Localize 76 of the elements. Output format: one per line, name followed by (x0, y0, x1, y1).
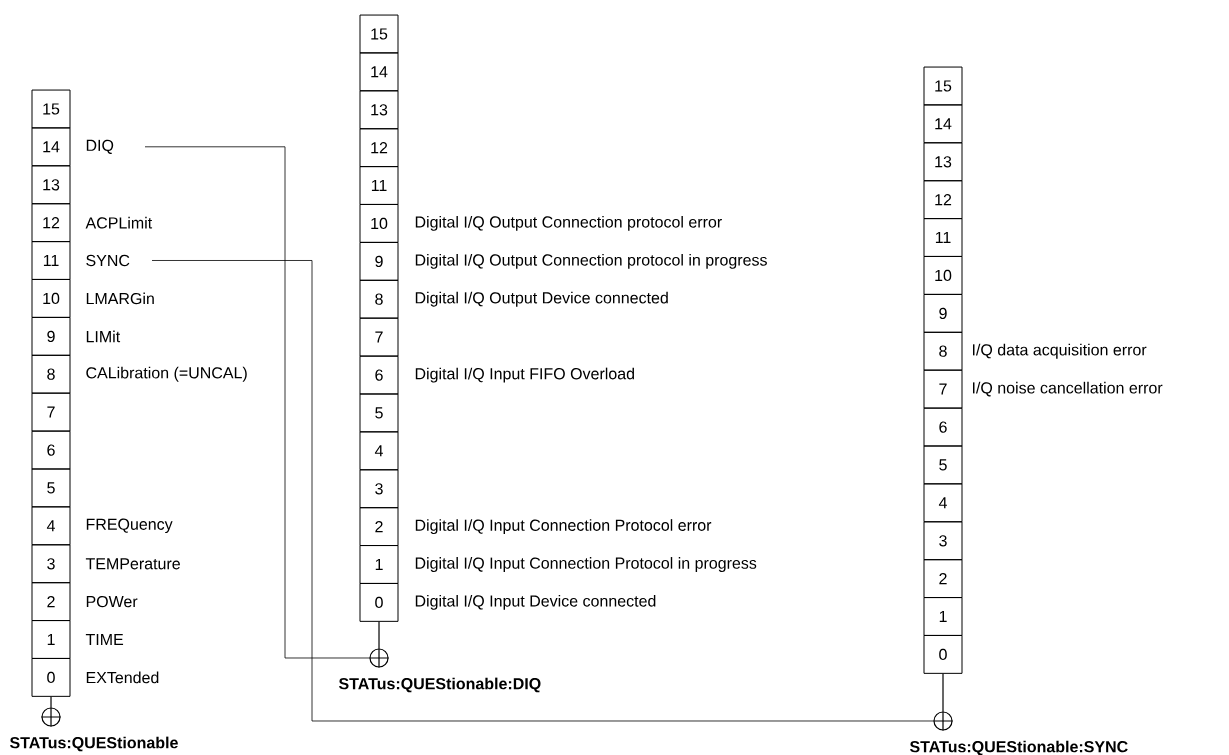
bit-cell: 14 (923, 104, 963, 144)
bit-cell: 3 (359, 469, 399, 509)
bit-cell: 6 (359, 355, 399, 395)
register-name: STATus:QUEStionable:DIQ (338, 677, 541, 693)
bit-label: Digital I/Q Output Connection protocol in progress (415, 253, 767, 269)
bit-label: CALibration (=UNCAL) (86, 366, 247, 382)
bit-label: EXTended (86, 671, 159, 684)
bit-cell: 9 (923, 293, 963, 333)
bit-label: I/Q data acquisition error (973, 343, 1147, 359)
bit-label: Digital I/Q Output Connection protocol error (415, 215, 722, 231)
bit-cell: 9 (31, 316, 71, 356)
bit-cell: 8 (359, 279, 399, 319)
bit-cell: 3 (31, 544, 71, 584)
bit-label: Digital I/Q Output Device connected (415, 291, 668, 307)
bit-label: Digital I/Q Input Device connected (415, 594, 656, 610)
bit-cell: 8 (923, 331, 963, 371)
bit-cell: 10 (923, 255, 963, 295)
bit-cell: 11 (31, 241, 71, 280)
connector-line (151, 260, 934, 722)
connector-line (378, 621, 380, 649)
bit-cell: 10 (31, 278, 71, 318)
bit-cell: 8 (31, 354, 71, 394)
bit-cell: 6 (31, 430, 71, 470)
bit-label: Digital I/Q Input Connection Protocol error (415, 519, 712, 535)
bit-cell: 2 (923, 559, 963, 599)
bit-label: POWer (86, 595, 138, 608)
bit-label: TIME (85, 634, 124, 645)
bit-cell: 7 (31, 392, 71, 432)
connector-line (144, 146, 370, 659)
bit-cell: 2 (31, 582, 71, 622)
bit-cell: 4 (923, 483, 963, 523)
bit-cell: 15 (31, 89, 71, 129)
bit-cell: 0 (923, 634, 963, 674)
bit-cell: 14 (359, 52, 399, 92)
bit-label: I/Q noise cancellation error (973, 381, 1163, 397)
bit-label: LMARGin (86, 292, 154, 305)
bit-label: FREQuency (86, 518, 173, 534)
bit-cell: 12 (923, 180, 963, 220)
bit-cell: 12 (31, 203, 71, 243)
bit-label: TEMPerature (85, 558, 180, 570)
bit-cell: 5 (359, 393, 399, 433)
connector-line (50, 696, 52, 708)
bit-cell: 13 (359, 90, 399, 130)
bit-cell: 15 (359, 14, 399, 54)
bit-cell: 13 (31, 165, 71, 205)
bit-cell: 0 (359, 582, 399, 622)
bit-label: Digital I/Q Input Connection Protocol in progress (415, 557, 757, 572)
bit-cell: 9 (359, 241, 399, 281)
bit-cell: 5 (923, 445, 963, 485)
bit-label: Digital I/Q Input FIFO Overload (415, 367, 634, 383)
bit-label: LIMit (86, 330, 121, 343)
register-name: STATus:QUEStionable (9, 736, 178, 752)
bit-label: DIQ (86, 139, 114, 154)
bit-cell: 12 (359, 128, 399, 168)
bit-cell: 4 (359, 431, 399, 471)
bit-cell: 10 (359, 203, 399, 243)
register-name: STATus:QUEStionable:SYNC (909, 740, 1128, 755)
bit-cell: 11 (359, 166, 399, 205)
bit-cell: 1 (31, 620, 71, 659)
bit-cell: 4 (31, 506, 71, 546)
bit-cell: 13 (923, 142, 963, 182)
bit-cell: 6 (923, 407, 963, 447)
bit-cell: 1 (923, 597, 963, 636)
bit-label: SYNC (86, 254, 130, 267)
bit-cell: 2 (359, 507, 399, 547)
bit-cell: 1 (359, 545, 399, 584)
bit-cell: 14 (31, 127, 71, 167)
bit-cell: 5 (31, 468, 71, 508)
bit-cell: 15 (923, 66, 963, 106)
bit-cell: 0 (31, 657, 71, 697)
connector-line (942, 673, 944, 712)
bit-cell: 3 (923, 521, 963, 561)
bit-cell: 7 (923, 369, 963, 409)
bit-cell: 7 (359, 317, 399, 357)
bit-label: ACPLimit (85, 216, 153, 229)
bit-cell: 11 (923, 218, 963, 257)
